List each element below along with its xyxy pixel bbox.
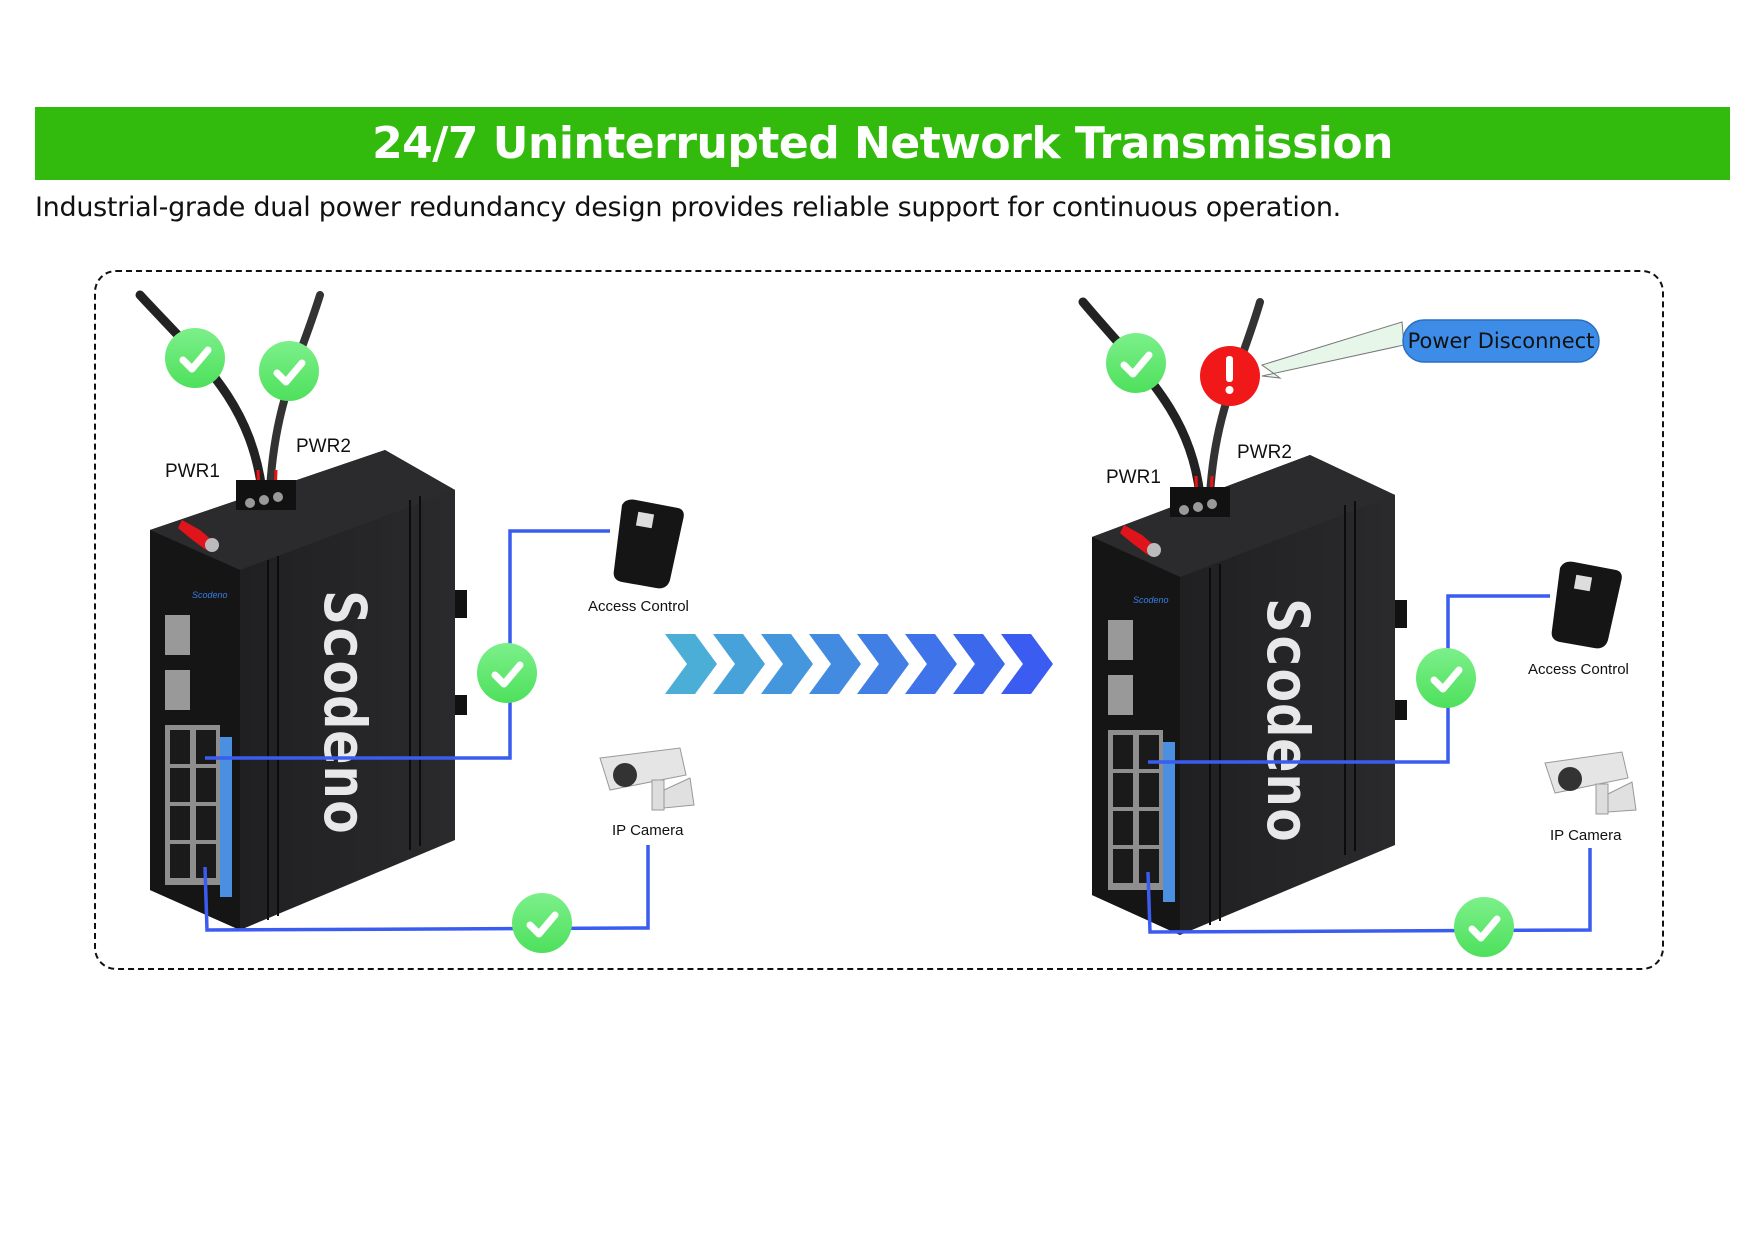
port-label-panel	[220, 737, 232, 897]
pwr2-ok-badge	[259, 341, 319, 401]
power-disconnect-callout: Power Disconnect	[1260, 319, 1600, 379]
access-control-device	[1551, 561, 1622, 649]
terminal-block	[1170, 487, 1230, 517]
sfp-port	[1108, 620, 1133, 660]
callout-arrow	[1260, 321, 1405, 379]
chevron-right-icon	[953, 634, 1005, 694]
switch-side-brand: Scodeno	[1254, 598, 1322, 842]
pwr2-alert-badge	[1200, 346, 1260, 406]
chevron-right-icon	[905, 634, 957, 694]
switch-side-brand: Scodeno	[311, 590, 379, 834]
page-subtitle: Industrial-grade dual power redundancy d…	[35, 192, 1341, 223]
check-icon	[1120, 351, 1153, 378]
ip-camera-label: IP Camera	[612, 822, 684, 839]
callout-text: Power Disconnect	[1408, 329, 1595, 353]
pwr1-cable	[1078, 297, 1205, 500]
din-clip	[455, 695, 467, 715]
chevron-right-icon	[665, 634, 717, 694]
pwr1-ok-badge	[165, 328, 225, 388]
chevron-right-icon	[1001, 634, 1053, 694]
ground-lug	[178, 520, 214, 550]
ip-camera-device	[599, 747, 695, 811]
link-ip-camera	[1146, 848, 1592, 934]
pwr1-cable	[135, 290, 267, 495]
chevron-right-icon	[761, 634, 813, 694]
diagram-frame	[94, 270, 1664, 970]
ip-camera-device	[1544, 751, 1637, 815]
pwr1-ok-badge	[1106, 333, 1166, 393]
camera-link-ok-badge	[512, 893, 572, 953]
link-ip-camera	[203, 845, 650, 932]
page-title: 24/7 Uninterrupted Network Transmission	[372, 118, 1393, 169]
din-clip	[1395, 700, 1407, 720]
access-link-ok-badge	[1416, 648, 1476, 708]
scenario-normal: Scodeno Scodeno Access Control	[135, 290, 695, 953]
switch-front-brand: Scodeno	[192, 590, 228, 600]
terminal-block	[236, 480, 296, 510]
access-control-device	[613, 499, 684, 589]
check-icon	[1430, 666, 1463, 693]
switch-front-brand: Scodeno	[1133, 595, 1169, 605]
access-link-ok-badge	[477, 643, 537, 703]
check-icon	[1468, 915, 1501, 942]
check-icon	[526, 911, 559, 938]
pwr2-label: PWR2	[296, 436, 351, 457]
chevron-right-icon	[857, 634, 909, 694]
exclamation-icon	[1226, 356, 1233, 382]
pwr2-label: PWR2	[1237, 442, 1292, 463]
check-icon	[179, 346, 212, 373]
sfp-port	[165, 670, 190, 710]
check-icon	[273, 359, 306, 386]
chevron-right-icon	[713, 634, 765, 694]
ip-camera-label: IP Camera	[1550, 827, 1622, 844]
port-label-panel	[1163, 742, 1175, 902]
ground-lug	[1120, 525, 1156, 555]
industrial-switch: Scodeno Scodeno	[150, 450, 455, 930]
chevron-right-icon	[809, 634, 861, 694]
sfp-port	[165, 615, 190, 655]
din-clip	[455, 590, 467, 618]
din-clip	[1395, 600, 1407, 628]
access-control-label: Access Control	[1528, 661, 1629, 678]
industrial-switch: Scodeno Scodeno	[1092, 455, 1395, 935]
title-banner: 24/7 Uninterrupted Network Transmission	[35, 107, 1730, 180]
scenario-pwr2-failed: Scodeno Scodeno Access Control	[1078, 297, 1637, 957]
check-icon	[491, 661, 524, 688]
access-control-label: Access Control	[588, 598, 689, 615]
transition-arrows	[665, 634, 1053, 694]
camera-link-ok-badge	[1454, 897, 1514, 957]
pwr1-label: PWR1	[165, 461, 220, 482]
sfp-port	[1108, 675, 1133, 715]
pwr1-label: PWR1	[1106, 467, 1161, 488]
